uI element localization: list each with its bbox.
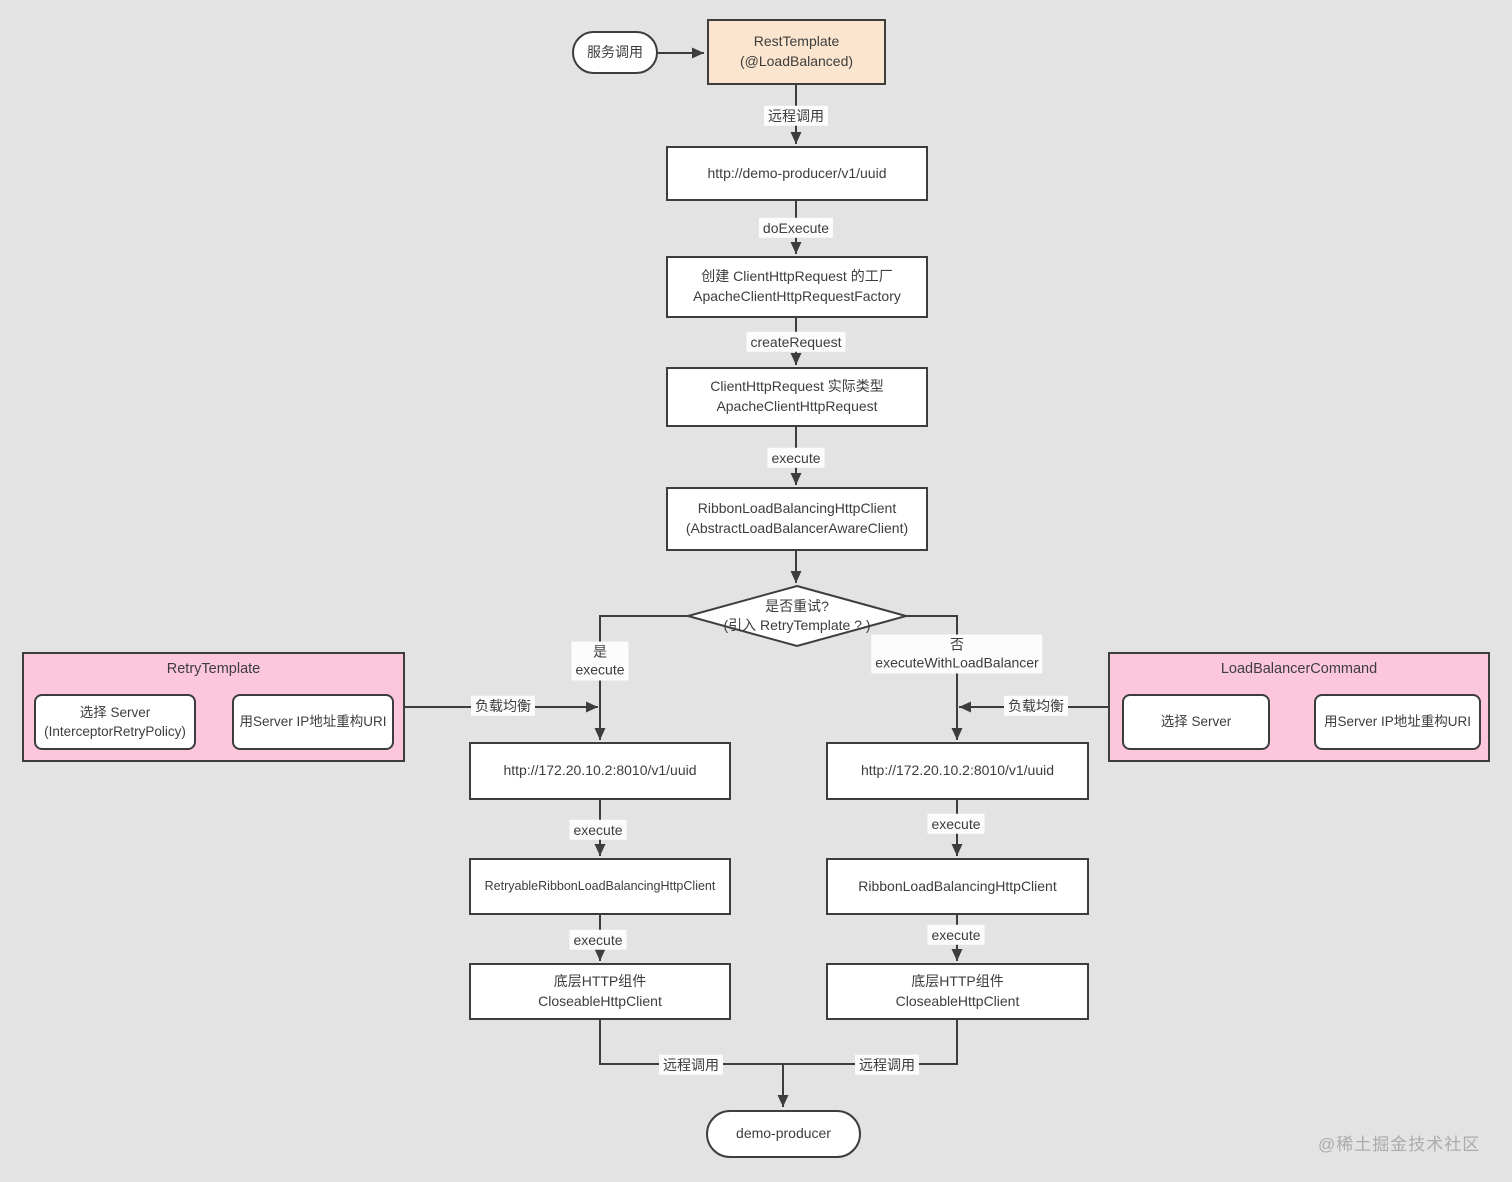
edge-httpright-merge — [783, 1020, 958, 1065]
node-service-call: 服务调用 — [572, 31, 658, 74]
node-ribbon-client-right-label: RibbonLoadBalancingHttpClient — [858, 877, 1057, 894]
edge-label-create-request: createRequest — [746, 331, 846, 353]
node-retry-decision-line2: (引入 RetryTemplate ? ) — [723, 617, 871, 633]
node-http-component-left: 底层HTTP组件 CloseableHttpClient — [469, 963, 731, 1020]
edge-label-yes-execute: 是 execute — [571, 641, 629, 681]
node-demo-producer-label: demo-producer — [736, 1125, 831, 1142]
node-retry-decision: 是否重试? (引入 RetryTemplate ? ) — [723, 597, 870, 635]
edge-label-execute-main: execute — [767, 447, 825, 469]
edge-label-remote-call-bottom-right: 远程调用 — [855, 1054, 919, 1076]
edge-label-yes-execute-text: execute — [575, 662, 625, 678]
group-retry-template: RetryTemplate 选择 Server (InterceptorRetr… — [22, 652, 405, 762]
node-client-http-request-line2: ApacheClientHttpRequest — [716, 398, 878, 414]
node-ribbon-lb-client-line1: RibbonLoadBalancingHttpClient — [697, 500, 897, 517]
node-http-component-right-line1: 底层HTTP组件 — [911, 972, 1004, 989]
edge-decision-yes — [594, 615, 688, 740]
edge-label-yes: 是 — [592, 643, 607, 660]
watermark: @稀土掘金技术社区 — [1318, 1135, 1481, 1154]
edge-label-remote-call-bottom-left: 远程调用 — [659, 1054, 723, 1076]
edge-decision-no — [906, 615, 963, 740]
node-rest-template-line1: RestTemplate — [753, 33, 840, 50]
edge-label-execute-left-1: execute — [569, 819, 627, 841]
node-client-http-request-line1: ClientHttpRequest 实际类型 — [710, 378, 884, 395]
edge-label-execute-right-1: execute — [927, 813, 985, 835]
edge-label-no: 否 — [950, 636, 964, 653]
edge-label-execute-left-2: execute — [569, 929, 627, 951]
node-ribbon-lb-client-line2: (AbstractLoadBalancerAwareClient) — [685, 520, 909, 536]
node-request-factory-line1: 创建 ClientHttpRequest 的工厂 — [701, 268, 893, 285]
group-lb-command-title: LoadBalancerCommand — [1220, 661, 1378, 677]
node-url-demo-label: http://demo-producer/v1/uuid — [707, 164, 887, 181]
node-url-left-label: http://172.20.10.2:8010/v1/uuid — [503, 762, 697, 779]
edge-label-do-execute: doExecute — [758, 217, 834, 239]
node-select-server-left-line1: 选择 Server — [79, 704, 151, 720]
edge-label-execute-right-2: execute — [927, 924, 985, 946]
node-http-component-right-line2: CloseableHttpClient — [895, 992, 1020, 1009]
edge-label-no-execute-text: executeWithLoadBalancer — [875, 655, 1039, 671]
node-client-http-request: ClientHttpRequest 实际类型 ApacheClientHttpR… — [666, 367, 928, 427]
edge-label-load-balance-left: 负载均衡 — [471, 695, 535, 717]
node-request-factory-line2: ApacheClientHttpRequestFactory — [693, 288, 901, 304]
node-url-right: http://172.20.10.2:8010/v1/uuid — [826, 742, 1089, 800]
node-rebuild-uri-left-label: 用Server IP地址重构URI — [239, 714, 387, 730]
node-rest-template: RestTemplate (@LoadBalanced) — [707, 19, 886, 85]
node-retryable-client-label: RetryableRibbonLoadBalancingHttpClient — [484, 878, 716, 893]
decision-diamond-shape — [684, 584, 910, 648]
node-select-server-left: 选择 Server (InterceptorRetryPolicy) — [34, 694, 196, 750]
node-http-component-left-line1: 底层HTTP组件 — [553, 972, 647, 989]
group-retry-template-title: RetryTemplate — [166, 661, 261, 677]
node-select-server-right-label: 选择 Server — [1160, 714, 1232, 730]
group-lb-command: LoadBalancerCommand 选择 Server 用Server IP… — [1108, 652, 1490, 762]
node-request-factory: 创建 ClientHttpRequest 的工厂 ApacheClientHtt… — [666, 256, 928, 318]
node-select-server-right: 选择 Server — [1122, 694, 1270, 750]
node-url-left: http://172.20.10.2:8010/v1/uuid — [469, 742, 731, 800]
node-http-component-left-line2: CloseableHttpClient — [538, 992, 662, 1009]
node-ribbon-client-right: RibbonLoadBalancingHttpClient — [826, 858, 1089, 915]
edge-label-load-balance-right: 负载均衡 — [1004, 695, 1068, 717]
node-ribbon-lb-client: RibbonLoadBalancingHttpClient (AbstractL… — [666, 487, 928, 551]
edge-label-no-execute: 否 executeWithLoadBalancer — [871, 634, 1043, 674]
edge-label-remote-call-top: 远程调用 — [764, 105, 828, 127]
node-rebuild-uri-left: 用Server IP地址重构URI — [232, 694, 394, 750]
node-http-component-right: 底层HTTP组件 CloseableHttpClient — [826, 963, 1089, 1020]
node-service-call-label: 服务调用 — [587, 43, 643, 60]
node-rest-template-line2: (@LoadBalanced) — [739, 53, 854, 69]
node-url-right-label: http://172.20.10.2:8010/v1/uuid — [860, 762, 1055, 779]
node-retry-decision-line1: 是否重试? — [765, 598, 829, 615]
node-rebuild-uri-right: 用Server IP地址重构URI — [1314, 694, 1481, 750]
node-select-server-left-line2: (InterceptorRetryPolicy) — [44, 724, 186, 739]
node-rebuild-uri-right-label: 用Server IP地址重构URI — [1323, 714, 1472, 730]
node-demo-producer: demo-producer — [706, 1110, 861, 1158]
node-retryable-client: RetryableRibbonLoadBalancingHttpClient — [469, 858, 731, 915]
node-url-demo: http://demo-producer/v1/uuid — [666, 146, 928, 201]
